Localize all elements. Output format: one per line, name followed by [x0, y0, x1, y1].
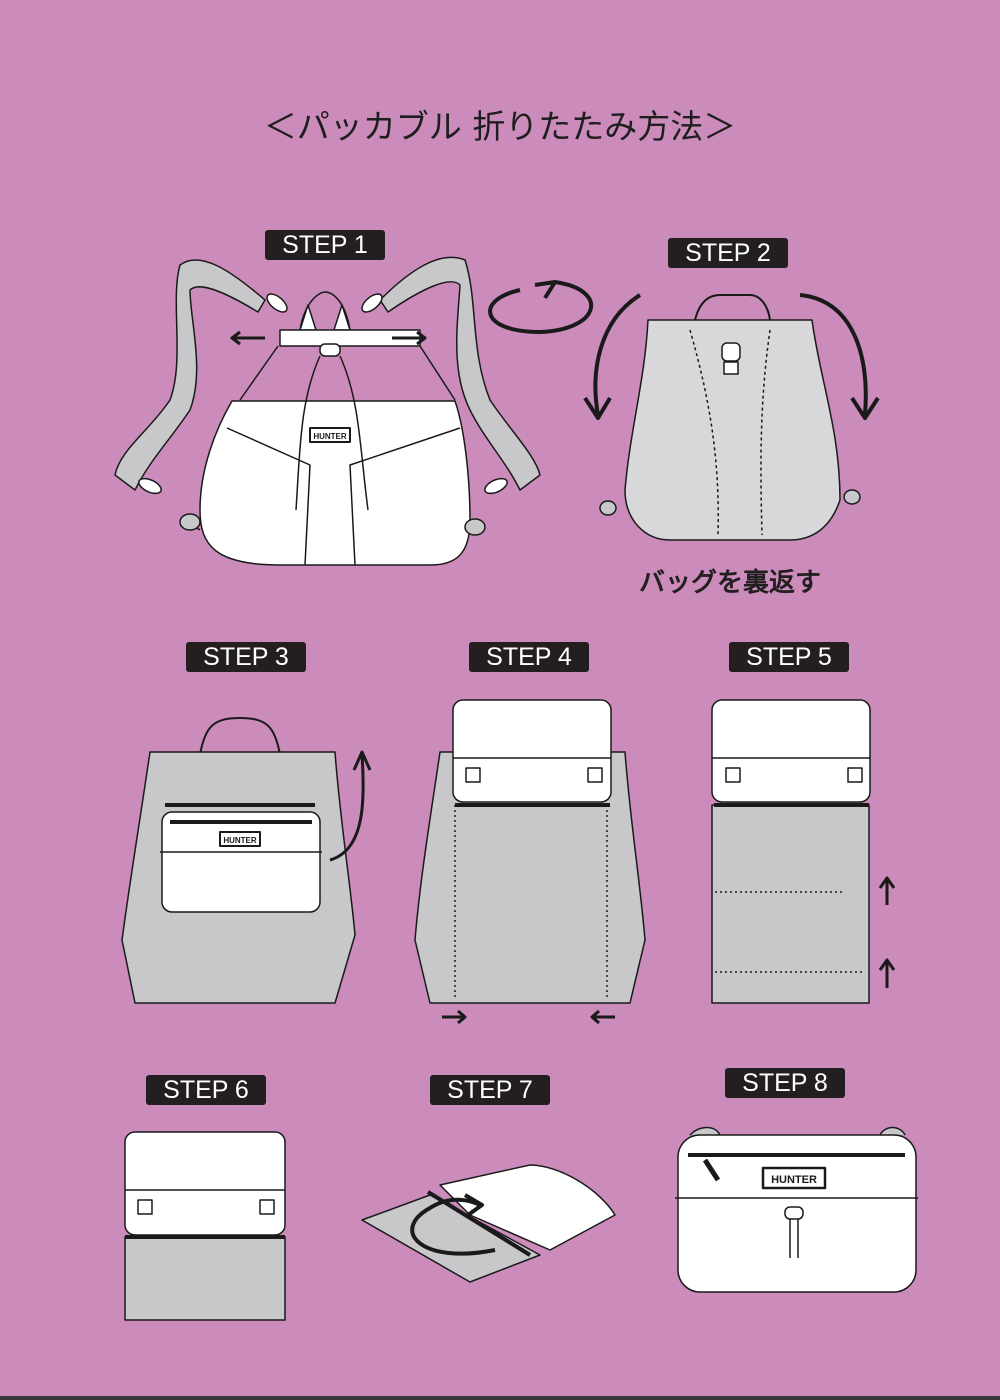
step-8-label: STEP 8	[725, 1068, 845, 1098]
step-2-label: STEP 2	[668, 238, 788, 268]
step-7-label: STEP 7	[430, 1075, 550, 1105]
hunter-logo: HUNTER	[313, 432, 347, 441]
svg-text:HUNTER: HUNTER	[223, 836, 257, 845]
arrow-down-left-icon	[583, 293, 642, 420]
arrow-right-icon	[392, 330, 427, 346]
arrow-up-curve-icon	[329, 750, 372, 862]
step6-bag-illustration	[124, 1131, 286, 1321]
rotate-arrow-icon	[488, 280, 594, 334]
arrow-right-icon	[442, 1009, 467, 1025]
page-title: ＜パッカブル 折りたたみ方法＞	[263, 107, 737, 146]
step1-backpack-illustration: HUNTER	[114, 256, 541, 566]
arrow-down-right-icon	[799, 293, 880, 420]
step-5-label: STEP 5	[729, 642, 849, 672]
bottom-divider	[0, 1396, 1000, 1400]
step-1-label: STEP 1	[265, 230, 385, 260]
svg-text:HUNTER: HUNTER	[771, 1174, 817, 1186]
step-2-caption: バッグを裏返す	[638, 568, 821, 598]
arrow-up-icon	[878, 958, 896, 988]
fold-arrow-icon	[410, 1193, 496, 1256]
step2-inside-out-bag	[583, 293, 880, 541]
left-shoulder-strap	[114, 259, 266, 491]
right-shoulder-strap	[379, 256, 541, 491]
step-4-label: STEP 4	[469, 642, 589, 672]
step-3-label: STEP 3	[186, 642, 306, 672]
step3-bag-illustration: HUNTER	[121, 717, 372, 1004]
step-6-label: STEP 6	[146, 1075, 266, 1105]
step7-bag-illustration	[361, 1164, 616, 1283]
arrow-up-icon	[878, 876, 896, 905]
step4-bag-illustration	[414, 699, 646, 1025]
arrow-left-icon	[590, 1009, 615, 1025]
step5-bag-illustration	[711, 699, 896, 1004]
arrow-left-icon	[230, 330, 265, 346]
step8-folded-pouch: HUNTER	[675, 1126, 918, 1293]
